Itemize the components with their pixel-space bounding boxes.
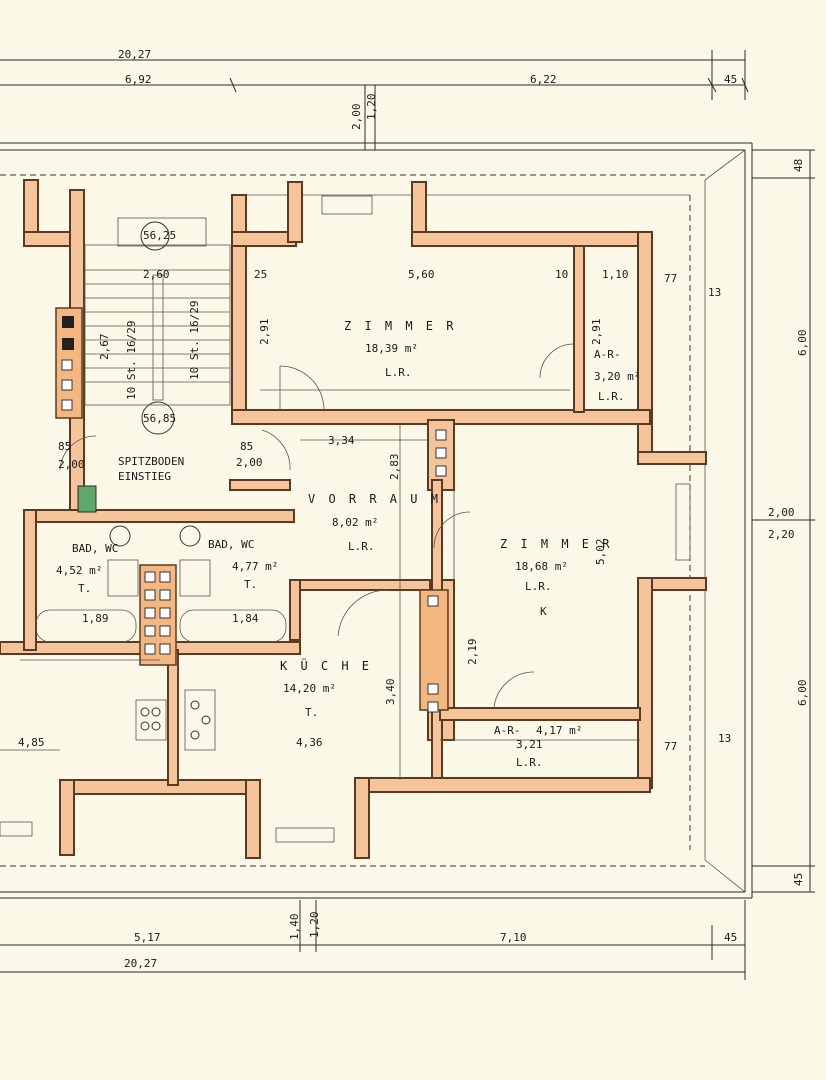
bottom-dimension-chain: 1,40 1,20 5,17 7,10 45 20,27 <box>0 900 746 980</box>
room-ar-2-name: A-R- <box>494 724 521 737</box>
dim-13-a: 13 <box>708 286 721 299</box>
dim-bottom-right: 7,10 <box>500 931 527 944</box>
dim-door-200-a: 2,00 <box>58 458 85 471</box>
vertical-top-dims: 2,00 1,20 <box>350 85 378 150</box>
dim-left-width: 4,85 <box>18 736 45 749</box>
interior-lines <box>0 195 691 843</box>
dim-vorraum-height: 2,83 <box>388 454 401 481</box>
stair-height: 2,67 <box>98 334 111 361</box>
room-kuche-area: 14,20 m² <box>283 682 336 695</box>
room-vorraum-name: V O R R A U M <box>308 492 441 506</box>
dim-right-600-a: 6,00 <box>796 330 809 357</box>
dim-door-85-a: 85 <box>58 440 71 453</box>
room-zimmer-2-code: L.R. <box>525 580 552 593</box>
dim-right-200: 2,00 <box>768 506 795 519</box>
staircase: 56,25 56,85 10 St. 16/29 10 St. 16/29 2,… <box>84 217 231 483</box>
room-bad-2-code: T. <box>244 578 257 591</box>
dim-bottom-120: 1,20 <box>308 912 321 939</box>
room-ar-1-code: L.R. <box>598 390 625 403</box>
dim-total-bottom: 20,27 <box>124 957 157 970</box>
stair-label-1: 10 St. 16/29 <box>125 321 138 400</box>
spitzboden-label: SPITZBODEN <box>118 455 184 468</box>
room-ar-1-name: A-R- <box>594 348 621 361</box>
room-bad-1-area: 4,52 m² <box>56 564 102 577</box>
dim-bottom-end: 45 <box>724 931 737 944</box>
right-dimension-chain: 48 6,00 2,00 2,20 6,00 45 <box>752 149 815 893</box>
dim-bad1-width: 1,89 <box>82 612 109 625</box>
level-label-1: 56,25 <box>143 229 176 242</box>
level-label-2: 56,85 <box>143 412 176 425</box>
dim-top-right: 6,22 <box>530 73 557 86</box>
room-zimmer-1-name: Z I M M E R <box>344 319 456 333</box>
dim-door-85-b: 85 <box>240 440 253 453</box>
room-bad-1-name: BAD, WC <box>72 542 118 555</box>
room-ar-1-area: 3,20 m² <box>594 370 640 383</box>
dim-ar1-height: 2,91 <box>590 319 603 346</box>
dim-kuche-width: 4,36 <box>296 736 323 749</box>
top-dimension-chain: 20,27 6,92 6,22 45 <box>0 48 749 100</box>
stair-width: 2,60 <box>143 268 170 281</box>
stair-label-2: 10 St. 16/29 <box>188 301 201 380</box>
dim-right-600-b: 6,00 <box>796 680 809 707</box>
dim-total-top: 20,27 <box>118 48 151 61</box>
room-bad-2-name: BAD, WC <box>208 538 254 551</box>
dim-right-45: 45 <box>792 873 805 886</box>
room-vorraum-area: 8,02 m² <box>332 516 378 529</box>
einstieg-label: EINSTIEG <box>118 470 171 483</box>
room-kuche-name: K Ü C H E <box>280 657 372 673</box>
dim-top-end: 45 <box>724 73 737 86</box>
dim-right-220: 2,20 <box>768 528 795 541</box>
dim-vertical-top: 2,00 <box>350 104 363 131</box>
dim-77-a: 77 <box>664 272 677 285</box>
dim-bottom-140: 1,40 <box>288 914 301 941</box>
dim-vorraum-width: 3,34 <box>328 434 355 447</box>
room-kuche-code: T. <box>305 706 318 719</box>
room-ar-3-area: 3,21 <box>516 738 543 751</box>
dim-10-a: 10 <box>555 268 568 281</box>
room-ar-2-area: 4,17 m² <box>536 724 582 737</box>
dim-door-200-b: 2,00 <box>236 456 263 469</box>
room-zimmer-2-name: Z I M M E R <box>500 537 612 551</box>
room-zimmer-2-k-mark: K <box>540 605 547 618</box>
room-vorraum-code: L.R. <box>348 540 375 553</box>
dim-kuche-height: 3,40 <box>384 679 397 706</box>
room-labels: Z I M M E R 18,39 m² L.R. Z I M M E R 18… <box>56 319 640 769</box>
door-swings <box>59 343 575 709</box>
dim-vertical-top2: 1,20 <box>365 94 378 121</box>
dim-25-a: 25 <box>254 268 267 281</box>
dim-z1-width: 5,60 <box>408 268 435 281</box>
room-zimmer-2-area: 18,68 m² <box>515 560 568 573</box>
dim-z1-height: 2,91 <box>258 319 271 346</box>
dim-bottom-left: 5,17 <box>134 931 161 944</box>
dim-ar1-width: 1,10 <box>602 268 629 281</box>
dim-13-b: 13 <box>718 732 731 745</box>
interior-dimensions: 5,60 2,91 1,10 2,91 3,34 2,83 5,02 2,19 … <box>18 268 731 753</box>
room-zimmer-1-area: 18,39 m² <box>365 342 418 355</box>
room-zimmer-1-code: L.R. <box>385 366 412 379</box>
dim-bad2-width: 1,84 <box>232 612 259 625</box>
room-bad-2-area: 4,77 m² <box>232 560 278 573</box>
dim-top-left: 6,92 <box>125 73 152 86</box>
dim-z2-height-2: 2,19 <box>466 639 479 666</box>
dim-right-48: 48 <box>792 159 805 172</box>
room-bad-1-code: T. <box>78 582 91 595</box>
chimney-flues <box>61 316 447 713</box>
dim-z2-height: 5,02 <box>594 539 607 566</box>
dim-77-b: 77 <box>664 740 677 753</box>
room-ar-2-code: L.R. <box>516 756 543 769</box>
